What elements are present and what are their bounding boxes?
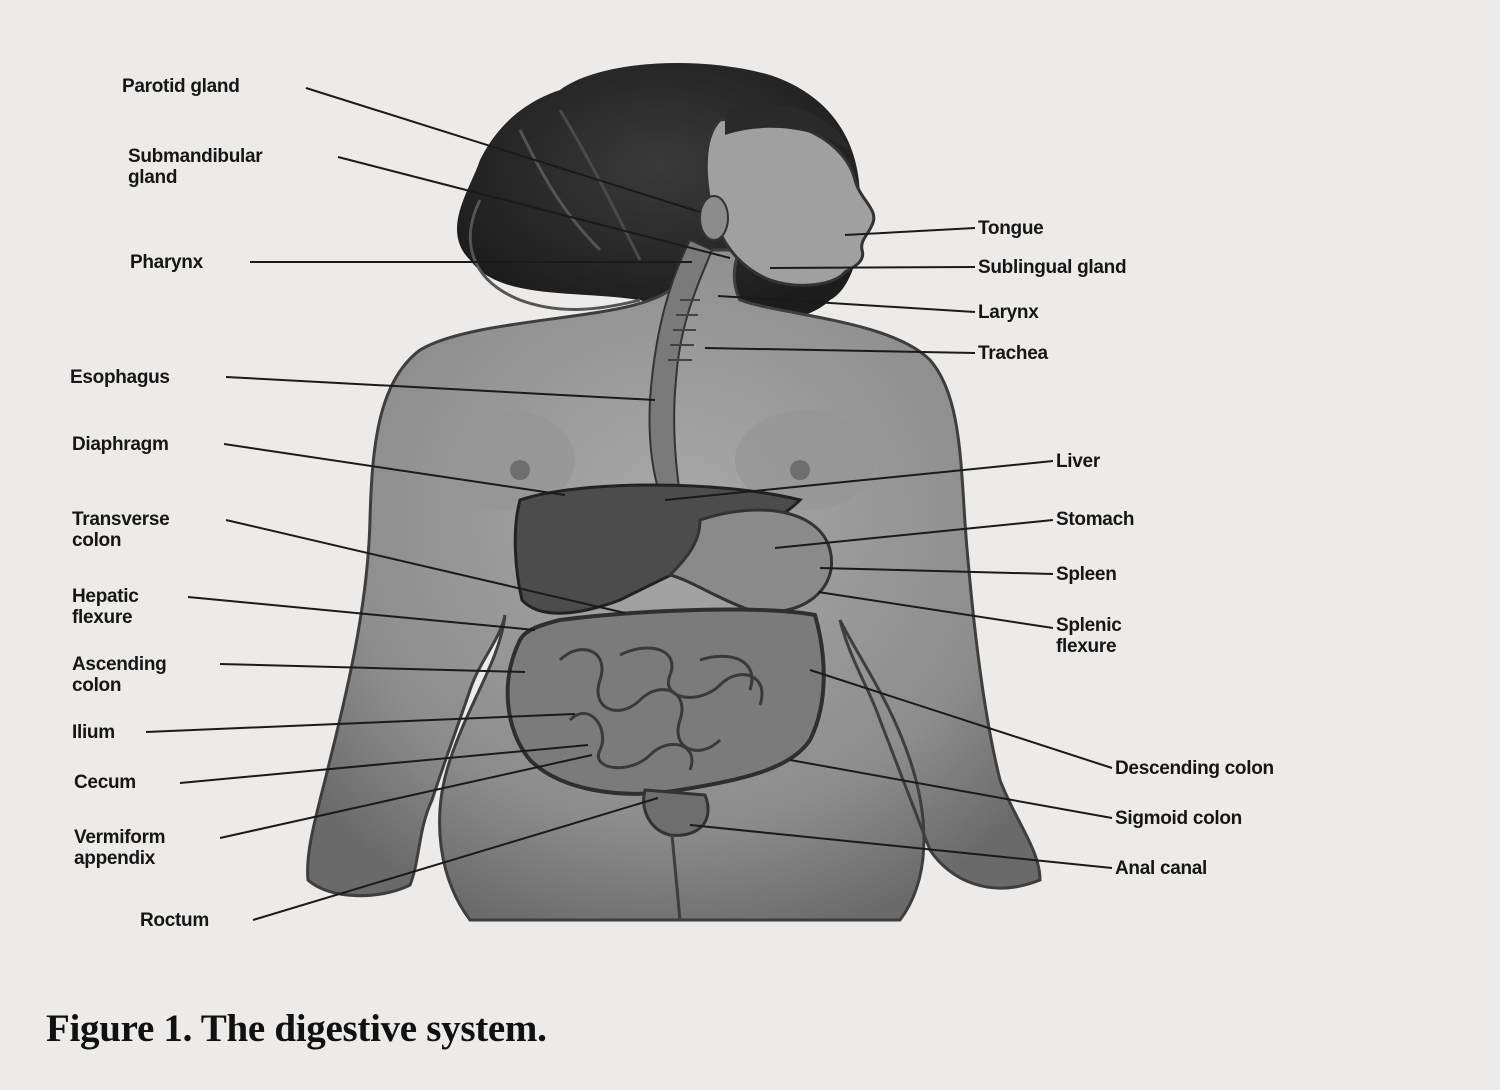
label-liver: Liver (1056, 451, 1100, 472)
label-spleen: Spleen (1056, 564, 1117, 585)
label-splenic-flexure: Splenic flexure (1056, 615, 1122, 657)
label-esophagus: Esophagus (70, 367, 170, 388)
label-hepatic-flexure: Hepatic flexure (72, 586, 139, 628)
label-pharynx: Pharynx (130, 252, 203, 273)
figure-caption: Figure 1. The digestive system. (46, 1007, 547, 1050)
label-parotid-gland: Parotid gland (122, 76, 240, 97)
label-ilium: Ilium (72, 722, 115, 743)
large-intestine (505, 607, 826, 796)
label-trachea: Trachea (978, 343, 1048, 364)
label-sigmoid-colon: Sigmoid colon (1115, 808, 1242, 829)
label-vermiform-appendix: Vermiform appendix (74, 827, 166, 869)
rectum-shape (642, 788, 710, 837)
left-breast (435, 410, 575, 510)
label-descending-colon: Descending colon (1115, 758, 1274, 779)
label-submandibular-gland: Submandibular gland (128, 146, 263, 188)
label-diaphragm: Diaphragm (72, 434, 169, 455)
small-intestine (558, 646, 764, 771)
label-larynx: Larynx (978, 302, 1039, 323)
label-stomach: Stomach (1056, 509, 1135, 530)
label-ascending-colon: Ascending colon (72, 654, 167, 696)
right-breast (735, 410, 875, 510)
label-transverse-colon: Transverse colon (72, 509, 170, 551)
leader-lines (145, 87, 1113, 921)
label-tongue: Tongue (978, 218, 1044, 239)
label-rectum: Roctum (140, 910, 209, 931)
label-cecum: Cecum (74, 772, 136, 793)
label-sublingual-gland: Sublingual gland (978, 257, 1127, 278)
label-anal-canal: Anal canal (1115, 858, 1208, 879)
